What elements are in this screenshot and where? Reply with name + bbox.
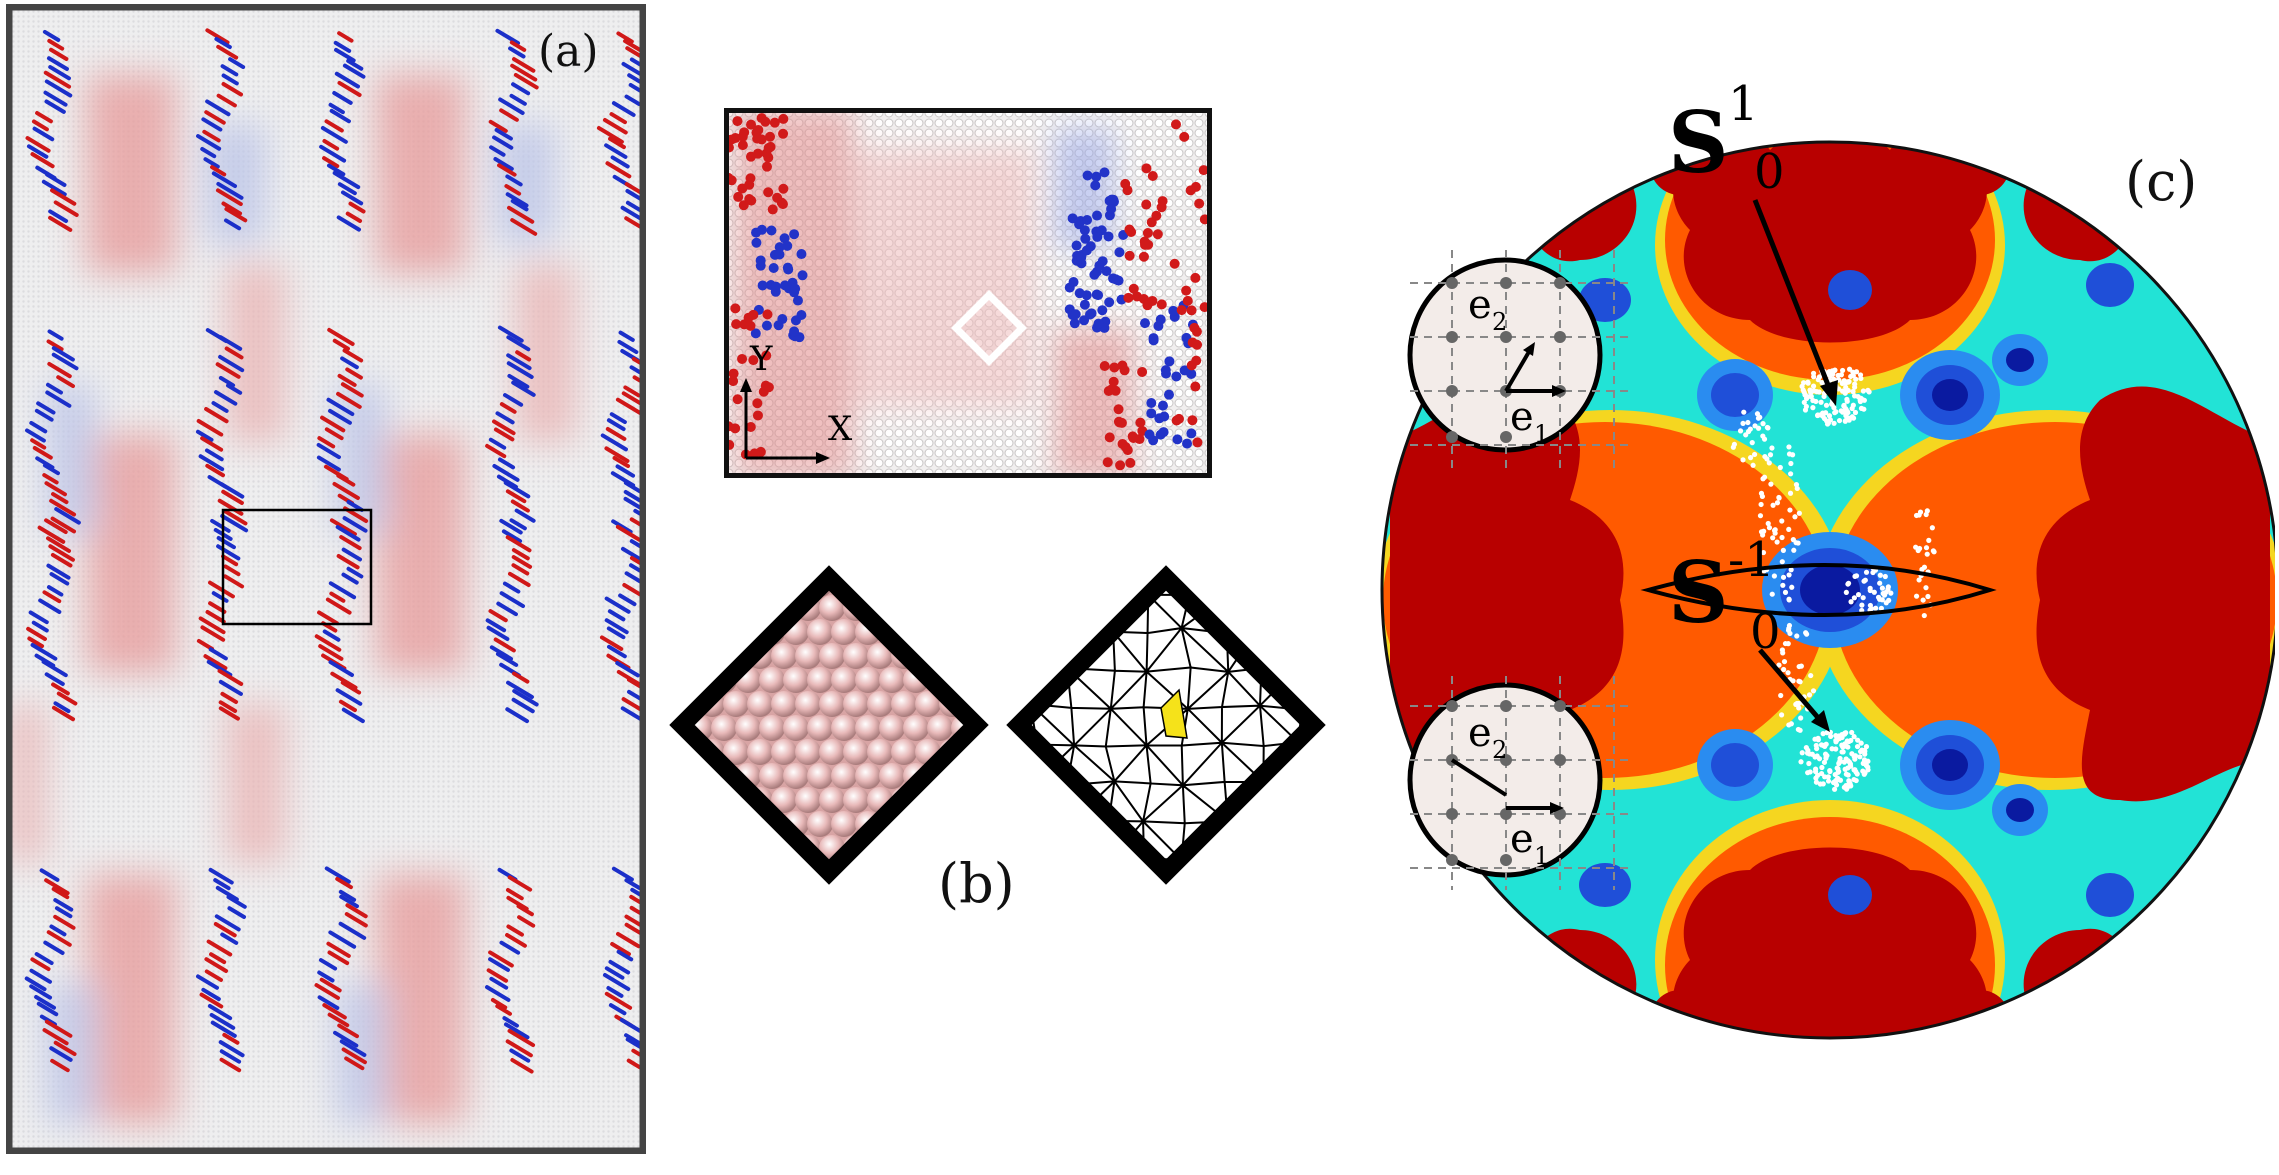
panel-a: (a) [5, 3, 655, 1155]
e2-label-top: e [1468, 282, 1492, 328]
inset-circle-bottom: e 2 e 1 [1407, 676, 1630, 890]
e2-label-bottom: e [1468, 710, 1492, 756]
panel-b-mesh-diamond [1001, 560, 1331, 890]
s-one-zero-label: S 1 0 [1668, 76, 1785, 200]
svg-text:1: 1 [1534, 420, 1549, 448]
annotation-arrows [1752, 199, 1838, 732]
highlighted-element [1160, 688, 1188, 739]
unit-cell-diamond [951, 290, 1027, 366]
svg-text:1: 1 [1728, 76, 1759, 132]
panel-b-label: (b) [938, 852, 1015, 915]
svg-text:0: 0 [1754, 144, 1785, 200]
lens-contour [1640, 563, 1997, 617]
e1-label-bottom: e [1510, 816, 1534, 862]
svg-text:-1: -1 [1728, 532, 1775, 588]
panel-b-zoom-inset: Y X [723, 108, 1212, 478]
zoom-inset-lattice: Y X [723, 108, 1212, 478]
svg-text:0: 0 [1750, 604, 1781, 660]
svg-text:2: 2 [1492, 736, 1507, 764]
panel-b-atoms-diamond [664, 560, 994, 890]
x-axis-label: X [828, 409, 853, 449]
panel-c-poincare-disk: e 2 e 1 e 2 e 1 [1330, 0, 2279, 1171]
inset-circle-top: e 2 e 1 [1407, 250, 1630, 470]
s-minus-one-zero-label: S -1 0 [1668, 532, 1781, 660]
blue-wells [1492, 158, 2168, 1022]
svg-text:S: S [1668, 93, 1729, 192]
axes-indicator: Y X [740, 339, 853, 464]
panel-c-label: (c) [2125, 150, 2197, 213]
svg-text:S: S [1668, 543, 1729, 642]
zoom-region-box [221, 508, 373, 626]
panel-a-label: (a) [538, 26, 599, 77]
svg-text:1: 1 [1534, 842, 1549, 870]
panel-a-strain-map: (a) [5, 3, 655, 1155]
svg-text:2: 2 [1492, 308, 1507, 336]
energy-landscape [1382, 142, 2278, 1038]
y-axis-label: Y [749, 339, 773, 379]
e1-label-top: e [1510, 394, 1534, 440]
panel-a-frame [5, 3, 647, 1155]
